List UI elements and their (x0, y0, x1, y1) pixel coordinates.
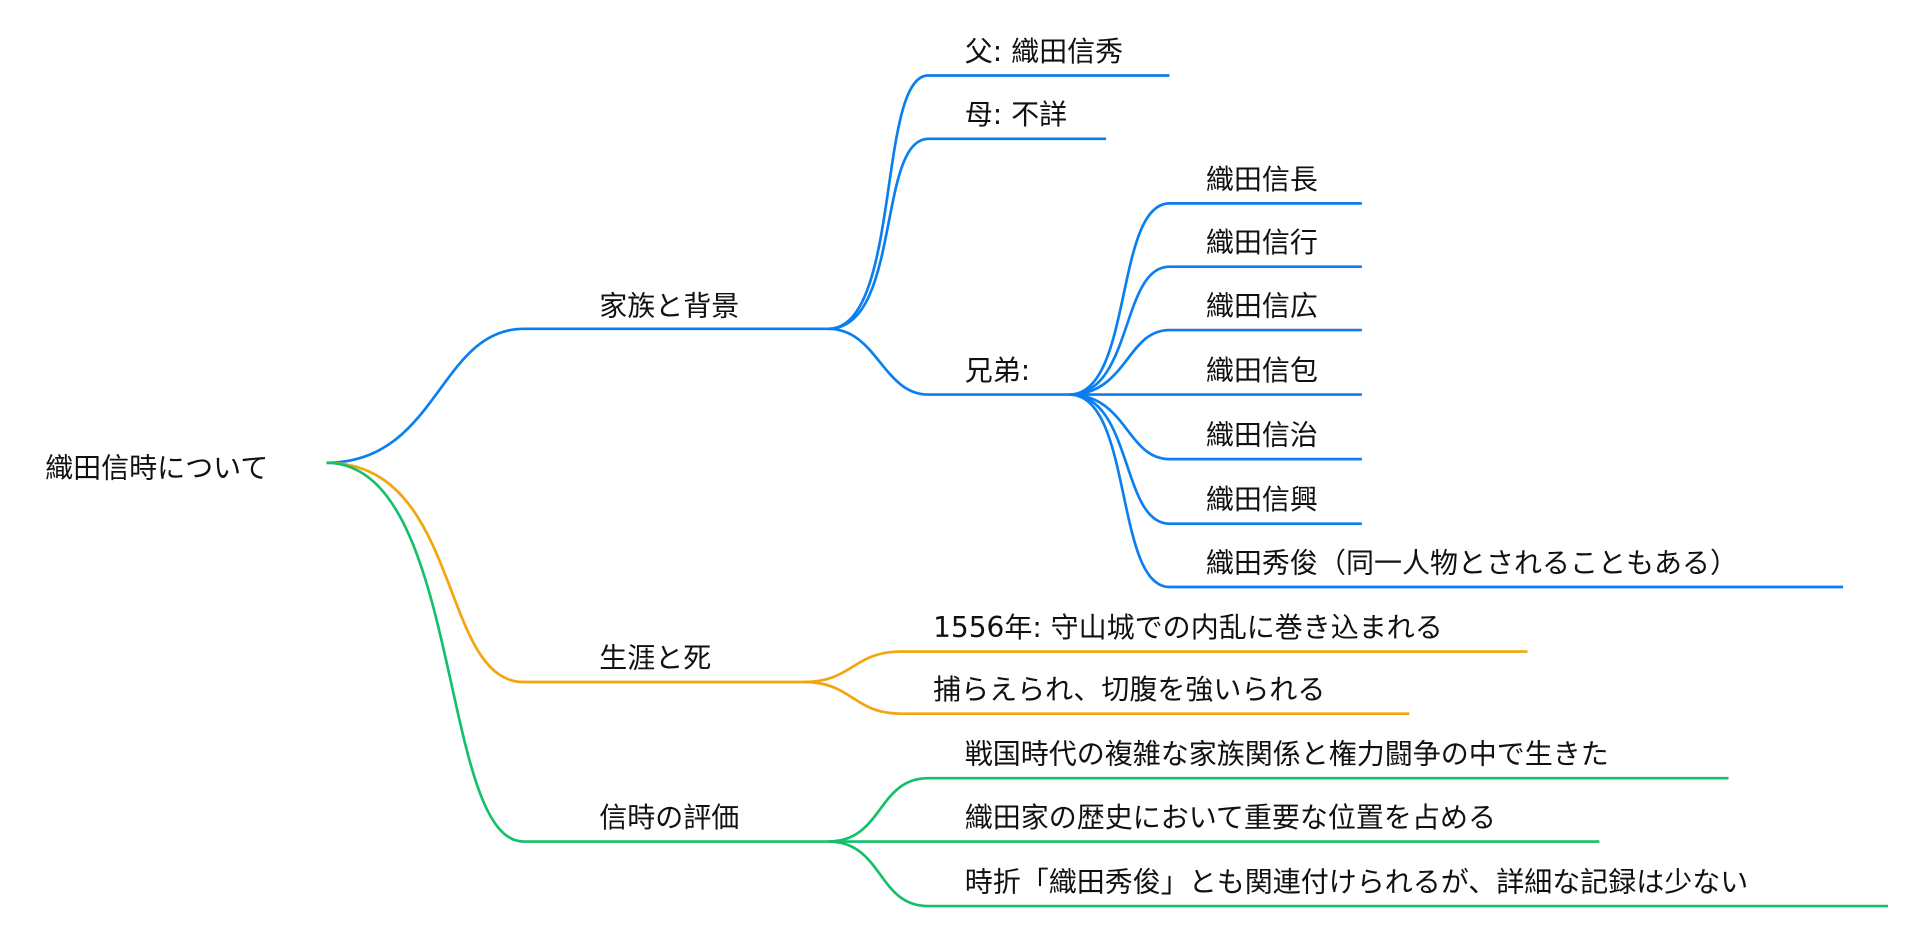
root-node[interactable]: 織田信時について (45, 451, 268, 484)
node-father[interactable]: 父: 織田信秀 (965, 35, 1123, 68)
edge-father (828, 74, 1170, 331)
node-life-item[interactable]: 1556年: 守山城での内乱に巻き込まれる (933, 611, 1443, 644)
node-sibling[interactable]: 織田信治 (1206, 419, 1318, 452)
node-evaluation-item[interactable]: 戦国時代の複雑な家族関係と権力闘争の中で生きた (965, 738, 1609, 771)
node-sibling[interactable]: 織田信広 (1206, 289, 1318, 322)
edge-sibling (1069, 265, 1362, 396)
edge-mother (828, 137, 1107, 331)
edge-evaluation-item (828, 776, 1729, 843)
node-evaluation-item[interactable]: 時折「織田秀俊」とも関連付けられるが、詳細な記録は少ない (965, 865, 1749, 898)
edge-sibling (1069, 393, 1844, 589)
node-mother[interactable]: 母: 不詳 (965, 98, 1067, 131)
edge-life-item (803, 680, 1410, 715)
node-sibling[interactable]: 織田秀俊（同一人物とされることもある） (1206, 546, 1738, 579)
node-evaluation-item[interactable]: 織田家の歴史において重要な位置を占める (965, 801, 1496, 834)
node-family[interactable]: 家族と背景 (599, 289, 739, 322)
edge-root-evaluation (326, 461, 829, 843)
node-sibling[interactable]: 織田信行 (1206, 226, 1318, 259)
node-evaluation[interactable]: 信時の評価 (599, 801, 739, 834)
edge-life-item (803, 650, 1528, 684)
node-sibling[interactable]: 織田信包 (1206, 354, 1318, 387)
edge-sibling (1069, 393, 1362, 461)
edge-root-family (326, 327, 829, 465)
edge-sibling (1069, 393, 1362, 526)
edge-sibling (1069, 328, 1362, 396)
edge-sibling (1069, 202, 1362, 396)
node-life-item[interactable]: 捕らえられ、切腹を強いられる (933, 673, 1325, 706)
node-sibling[interactable]: 織田信長 (1206, 163, 1318, 196)
edge-root-life (326, 461, 804, 684)
edge-siblings (828, 327, 1070, 396)
node-siblings[interactable]: 兄弟: (965, 354, 1030, 387)
edge-evaluation-item (828, 840, 1889, 908)
node-sibling[interactable]: 織田信興 (1206, 483, 1318, 516)
node-life[interactable]: 生涯と死 (599, 641, 711, 674)
